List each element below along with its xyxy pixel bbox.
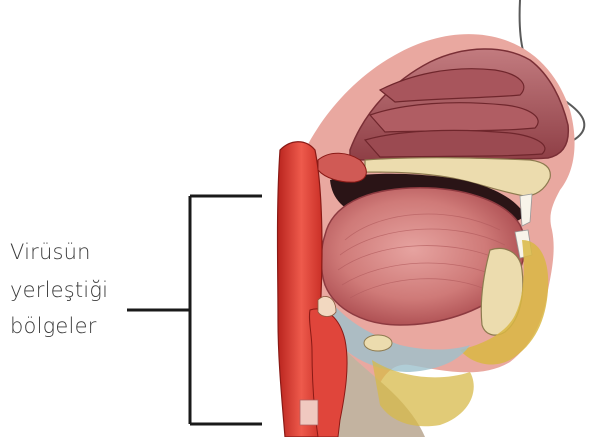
annotation-label-line-3: bölgeler xyxy=(10,312,97,340)
turbinate-lower xyxy=(365,130,545,157)
upper-tooth xyxy=(520,194,532,226)
annotation-label-line-1: Virüsün xyxy=(10,238,91,266)
hyoid-bone xyxy=(364,335,392,351)
region-bracket xyxy=(127,196,262,424)
vertebra xyxy=(300,400,318,425)
annotation-label-line-2: yerleştiği xyxy=(10,276,108,304)
